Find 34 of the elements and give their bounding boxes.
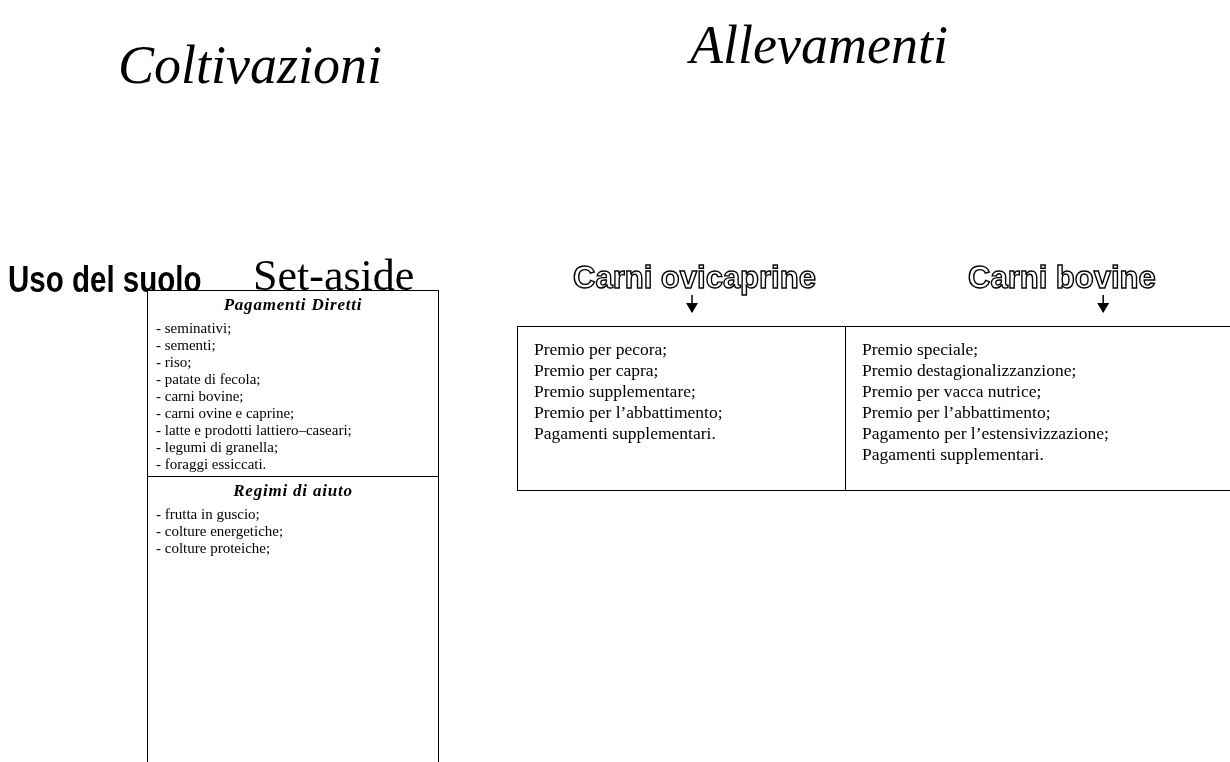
list-item: Premio per vacca nutrice; <box>862 381 1043 402</box>
list-item: Premio destagionalizzanzione; <box>862 360 1078 381</box>
list-item: Pagamenti supplementari. <box>862 444 1045 465</box>
arrow <box>1097 294 1110 313</box>
list-item: Premio per pecora; <box>534 339 669 360</box>
list-item: - seminativi; <box>156 320 233 337</box>
section-heading: Set-aside <box>253 254 415 298</box>
list-item: - colture proteiche; <box>156 540 272 557</box>
list-item: - foraggi essiccati. <box>156 456 268 473</box>
list-item: - latte e prodotti lattiero–caseari; <box>156 422 353 439</box>
list-item: Pagamenti supplementari. <box>534 423 717 444</box>
panel-heading: Pagamenti Diretti <box>222 295 364 315</box>
heading: Coltivazioni <box>118 38 382 92</box>
list-item: Premio per capra; <box>534 360 660 381</box>
list-item: Premio speciale; <box>862 339 980 360</box>
list-item: Pagamento per l’estensivizzazione; <box>862 423 1110 444</box>
list-item: - colture energetiche; <box>156 523 285 540</box>
list-item: Premio per l’abbattimento; <box>862 402 1052 423</box>
list-panel <box>147 476 439 762</box>
list-item: Premio per l’abbattimento; <box>534 402 724 423</box>
list-item: - carni ovine e caprine; <box>156 405 296 422</box>
list-panel <box>147 290 439 477</box>
list-item: - riso; <box>156 354 193 371</box>
list-item: - carni bovine; <box>156 388 245 405</box>
panel-heading: Regimi di aiuto <box>232 481 354 501</box>
list-item: - frutta in guscio; <box>156 506 261 523</box>
table-cell <box>517 326 847 491</box>
list-item: Premio supplementare; <box>534 381 697 402</box>
list-item: - patate di fecola; <box>156 371 262 388</box>
list-item: - legumi di granella; <box>156 439 280 456</box>
heading: Carni bovine <box>968 262 1156 293</box>
list-item: - sementi; <box>156 337 217 354</box>
arrow <box>686 294 699 313</box>
table-cell <box>845 326 1230 491</box>
